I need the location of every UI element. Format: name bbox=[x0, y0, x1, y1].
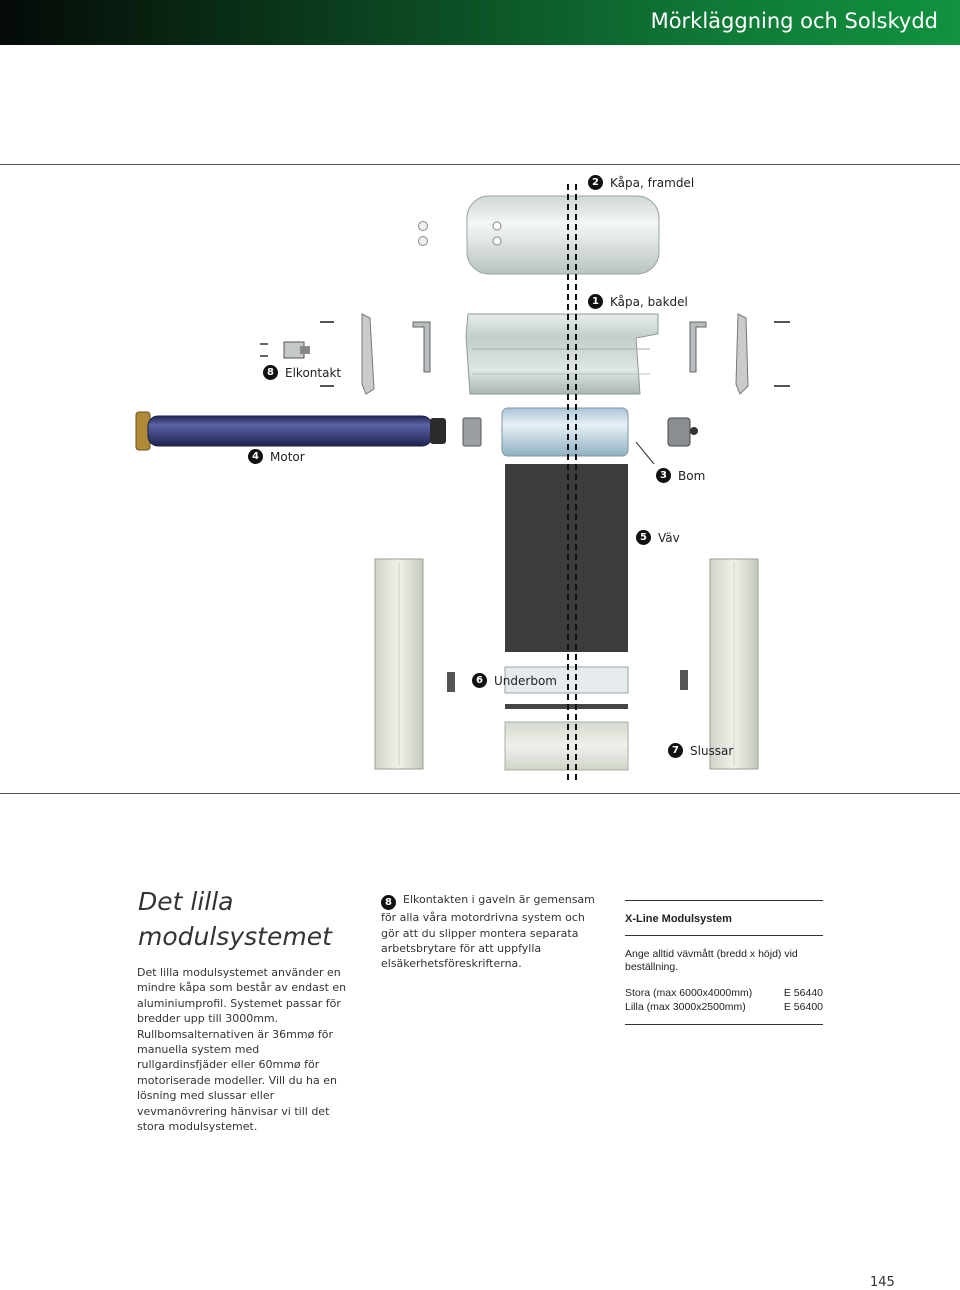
label-number: 6 bbox=[472, 673, 487, 688]
product-label: Stora (max 6000x4000mm) bbox=[625, 987, 753, 999]
label-connector: 8 Elkontakt bbox=[263, 365, 341, 380]
product-rows: Stora (max 6000x4000mm) E 56440 Lilla (m… bbox=[625, 974, 823, 1024]
label-text: Motor bbox=[270, 449, 305, 464]
label-number: 2 bbox=[588, 175, 603, 190]
cover-front-part bbox=[418, 195, 660, 275]
label-number: 8 bbox=[263, 365, 278, 380]
label-cover-front: 2 Kåpa, framdel bbox=[588, 175, 694, 190]
label-number: 3 bbox=[656, 468, 671, 483]
box-title: X-Line Modulsystem bbox=[625, 913, 732, 925]
label-text: Elkontakt bbox=[285, 365, 342, 380]
intro-paragraph: Det lilla modulsystemet använder en mind… bbox=[137, 966, 347, 1134]
product-row: Lilla (max 3000x2500mm) E 56400 bbox=[625, 1000, 823, 1014]
label-text: Slussar bbox=[690, 743, 734, 758]
box-mid-rule bbox=[625, 935, 823, 936]
product-row: Stora (max 6000x4000mm) E 56440 bbox=[625, 986, 823, 1000]
section-heading: Det lilla modulsystemet bbox=[138, 887, 332, 951]
label-text: Väv bbox=[658, 530, 680, 545]
exploded-diagram-svg bbox=[135, 184, 790, 782]
box-bottom-rule bbox=[625, 1024, 823, 1025]
header-title: Mörkläggning och Solskydd bbox=[650, 9, 938, 33]
label-text: Kåpa, framdel bbox=[610, 175, 695, 190]
label-number: 5 bbox=[636, 530, 651, 545]
label-tube: 3 Bom bbox=[656, 468, 705, 483]
note-text: Elkontakten i gaveln är gemensam för all… bbox=[381, 893, 595, 971]
fabric-part bbox=[505, 464, 628, 652]
motor-part bbox=[135, 411, 482, 451]
connector-part bbox=[260, 341, 310, 359]
label-text: Underbom bbox=[494, 673, 557, 688]
xline-info-box: X-Line Modulsystem Ange alltid vävmått (… bbox=[625, 900, 823, 1025]
diagram-top-rule bbox=[0, 164, 960, 165]
label-bottom-bar: 6 Underbom bbox=[472, 673, 557, 688]
product-label: Lilla (max 3000x2500mm) bbox=[625, 1001, 746, 1013]
label-number: 7 bbox=[668, 743, 683, 758]
page-number: 145 bbox=[870, 1275, 895, 1290]
product-code: E 56400 bbox=[783, 1001, 823, 1013]
note-number: 8 bbox=[381, 895, 396, 911]
label-text: Kåpa, bakdel bbox=[610, 294, 688, 309]
label-cover-back: 1 Kåpa, bakdel bbox=[588, 294, 688, 309]
box-top-rule bbox=[625, 900, 823, 901]
label-fabric: 5 Väv bbox=[636, 530, 680, 545]
side-guides bbox=[374, 558, 759, 770]
exploded-diagram: 2 Kåpa, framdel 1 Kåpa, bakdel 8 Elkonta… bbox=[0, 164, 960, 794]
label-number: 1 bbox=[588, 294, 603, 309]
product-code: E 56440 bbox=[783, 987, 823, 999]
tube-part bbox=[501, 407, 698, 465]
diagram-bottom-rule bbox=[0, 793, 960, 794]
label-motor: 4 Motor bbox=[248, 449, 305, 464]
label-side-guides: 7 Slussar bbox=[668, 743, 733, 758]
bottom-bar-part bbox=[447, 666, 688, 771]
end-brackets bbox=[320, 313, 790, 395]
box-note: Ange alltid vävmått (bredd x höjd) vid b… bbox=[625, 948, 798, 973]
cover-back-part bbox=[465, 313, 659, 395]
label-text: Bom bbox=[678, 468, 706, 483]
label-number: 4 bbox=[248, 449, 263, 464]
header-bar: Mörkläggning och Solskydd bbox=[0, 0, 960, 45]
